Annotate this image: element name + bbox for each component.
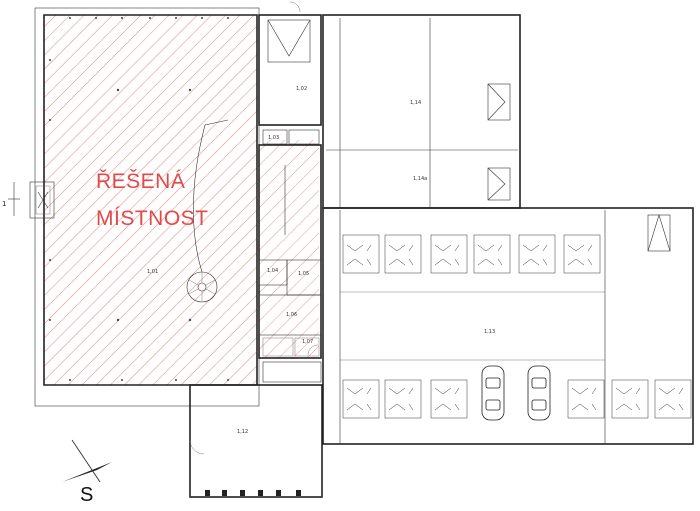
room-label-1-01: 1,01 [147,269,158,275]
room-label-1-02: 1,02 [296,86,307,92]
room-label-1-14a: 1,14a [413,176,427,182]
parking-bays-top [342,234,601,274]
room-label-1-06: 1,06 [286,312,297,318]
garage-1-13 [322,207,694,445]
highlight-title-line-2: MÍSTNOST [96,207,209,230]
north-letter: S [80,484,94,506]
room-label-1-13: 1,13 [484,329,495,335]
car-icons [481,365,551,421]
left-entrance [8,181,55,219]
parking-bays-bottom [342,379,692,419]
room-label-1-12: 1,12 [237,429,248,435]
service-rooms [258,1,322,383]
highlighted-corridor-area [257,140,319,358]
section-mark: 1 [2,200,6,208]
highlight-title-line-1: ŘEŠENÁ [96,170,186,193]
north-arrow-icon [62,439,112,483]
room-label-1-04: 1,04 [267,268,278,274]
spiral-staircase [186,119,229,303]
room-1-12 [189,384,323,498]
column-dots [49,17,229,381]
highlighted-room-area [44,15,257,385]
room-label-1-14: 1,14 [410,100,421,106]
room-label-1-07: 1,07 [302,339,313,345]
room-label-1-03: 1,03 [268,135,279,141]
room-label-1-05: 1,05 [298,271,309,277]
